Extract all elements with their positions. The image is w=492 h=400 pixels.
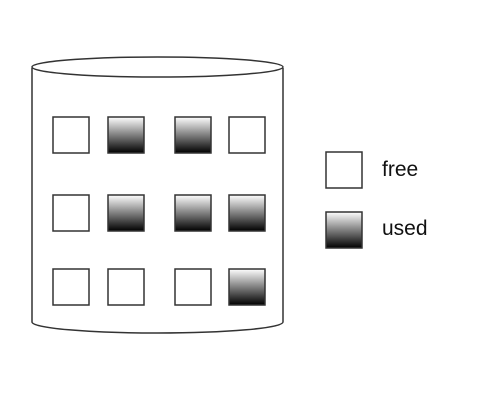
- storage-block-used: [174, 194, 212, 232]
- legend-free-label: free: [382, 158, 419, 181]
- cylinder-body: [31, 68, 284, 334]
- storage-blocks: [52, 116, 266, 306]
- legend-used-label: used: [382, 217, 428, 240]
- legend-used-swatch: [325, 211, 363, 249]
- legend-free-swatch: [325, 151, 363, 189]
- storage-block-free: [107, 268, 145, 306]
- storage-block-used: [228, 194, 266, 232]
- cylinder-top: [31, 56, 284, 78]
- storage-block-used: [174, 116, 212, 154]
- storage-block-used: [228, 268, 266, 306]
- storage-block-free: [228, 116, 266, 154]
- storage-block-used: [107, 116, 145, 154]
- storage-block-free: [52, 268, 90, 306]
- storage-block-free: [52, 116, 90, 154]
- storage-block-used: [107, 194, 145, 232]
- storage-block-free: [52, 194, 90, 232]
- storage-block-free: [174, 268, 212, 306]
